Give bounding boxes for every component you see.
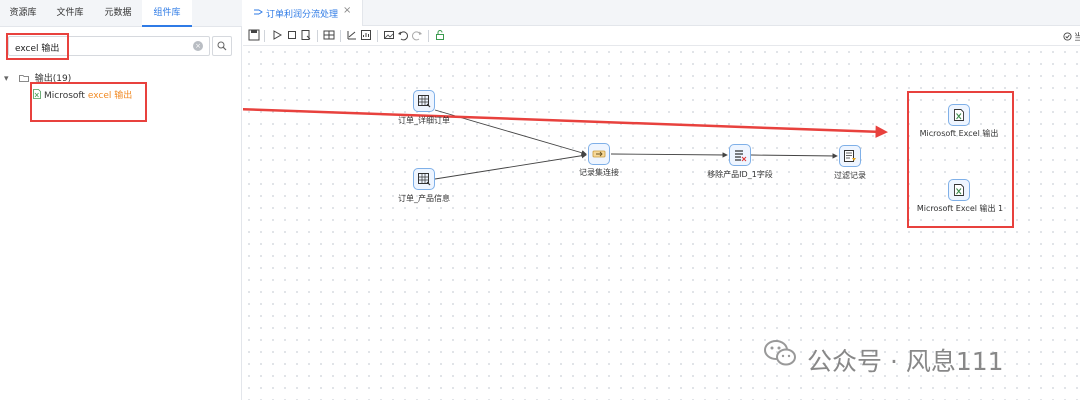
annotation-box-tree-item — [30, 82, 147, 122]
tab-file-library[interactable]: 文件库 — [56, 8, 84, 18]
tree-folder-output[interactable]: ▾ 输出(19) — [4, 71, 71, 84]
close-tab-icon[interactable]: × — [343, 5, 352, 16]
tab-order-profit-flow[interactable]: 订单利润分流处理 × — [243, 0, 363, 26]
flow-icon — [254, 9, 263, 15]
editor-tabs: 订单利润分流处理 × — [243, 0, 1080, 26]
node-excel-output-1[interactable] — [948, 179, 970, 201]
toolbar-separator — [377, 30, 378, 42]
search-button[interactable] — [212, 36, 232, 56]
stop-icon[interactable] — [286, 29, 298, 41]
search-input[interactable]: excel 输出 × — [8, 36, 210, 56]
node-excel-output-label: Microsoft Excel 输出 — [919, 129, 999, 138]
toolbar-separator — [428, 30, 429, 42]
toolbar-separator — [264, 30, 265, 42]
excel-output-icon — [954, 109, 964, 121]
annotation-box-outputs — [907, 91, 1014, 228]
chart-icon[interactable] — [360, 29, 372, 41]
table-input-icon — [418, 95, 431, 108]
toolbar-separator — [317, 30, 318, 42]
tree-item-microsoft-excel-output[interactable]: Microsoft excel 输出 — [33, 88, 132, 101]
node-filter-records-label: 过滤记录 — [834, 171, 866, 180]
left-tabs: 资源库 文件库 元数据 组件库 — [0, 0, 242, 27]
left-panel: 资源库 文件库 元数据 组件库 excel 输出 × ▾ 输出(19) — [0, 0, 242, 400]
editor-area: 订单利润分流处理 × 当 — [243, 0, 1080, 400]
node-excel-output[interactable] — [948, 104, 970, 126]
excel-output-icon — [954, 184, 964, 196]
node-order-product[interactable] — [413, 168, 435, 190]
toolbar-separator — [340, 30, 341, 42]
node-order-product-label: 订单_产品信息 — [398, 194, 450, 203]
field-select-icon — [735, 150, 747, 162]
edge-join-to-remove — [610, 152, 728, 158]
table-input-icon — [418, 173, 431, 186]
excel-file-icon — [33, 89, 41, 99]
node-remove-field[interactable] — [729, 144, 751, 166]
search-icon — [217, 41, 227, 51]
node-order-detail-label: 订单_详细订单 — [398, 116, 450, 125]
check-circle-icon — [1063, 32, 1072, 41]
tree-item-highlight: excel 输出 — [87, 91, 133, 101]
search-input-value: excel 输出 — [15, 44, 60, 54]
tree-item-prefix: Microsoft — [44, 91, 88, 101]
wechat-logo-icon — [764, 340, 796, 366]
join-icon — [592, 150, 606, 158]
tab-resource-library[interactable]: 资源库 — [9, 8, 37, 18]
tab-order-profit-flow-label: 订单利润分流处理 — [266, 10, 339, 20]
node-order-detail[interactable] — [413, 90, 435, 112]
status-label: 当 — [1074, 33, 1080, 43]
node-remove-field-label: 移除产品ID_1字段 — [707, 170, 773, 179]
annotation-arrow — [243, 107, 888, 138]
folder-icon — [18, 75, 29, 82]
tab-component-library[interactable]: 组件库 — [142, 0, 192, 27]
flow-canvas[interactable]: 订单_详细订单 订单_产品信息 记录集连接 移除产品ID_1字段 过滤记录 Mi… — [243, 46, 1080, 400]
flow-connections — [243, 107, 888, 180]
edge-remove-to-filter — [750, 153, 838, 159]
layout-icon[interactable] — [346, 29, 358, 41]
node-record-join[interactable] — [588, 143, 610, 165]
image-icon[interactable] — [383, 29, 395, 41]
expand-caret-icon[interactable]: ▾ — [4, 74, 9, 84]
tree-folder-label: 输出 — [34, 74, 53, 84]
edge-product-to-join — [434, 153, 587, 180]
preview-icon[interactable] — [300, 29, 312, 41]
redo-icon[interactable] — [411, 29, 423, 41]
node-excel-output-1-label: Microsoft Excel 输出 1 — [916, 204, 1004, 213]
grid-icon[interactable] — [323, 29, 335, 41]
status-toggle[interactable]: 当 — [1063, 30, 1080, 43]
node-filter-records[interactable] — [839, 145, 861, 167]
tree-folder-count: (19) — [52, 74, 72, 84]
tab-metadata[interactable]: 元数据 — [104, 8, 132, 18]
undo-icon[interactable] — [397, 29, 409, 41]
run-icon[interactable] — [271, 29, 283, 41]
node-record-join-label: 记录集连接 — [579, 168, 619, 177]
annotation-box-search — [6, 33, 69, 60]
lock-icon[interactable] — [434, 29, 446, 41]
filter-icon — [844, 150, 856, 162]
toolbar: 当 — [243, 26, 1080, 46]
watermark-text: 公众号 · 风息111 — [807, 347, 1004, 376]
clear-icon[interactable]: × — [193, 41, 203, 51]
save-icon[interactable] — [248, 29, 260, 41]
